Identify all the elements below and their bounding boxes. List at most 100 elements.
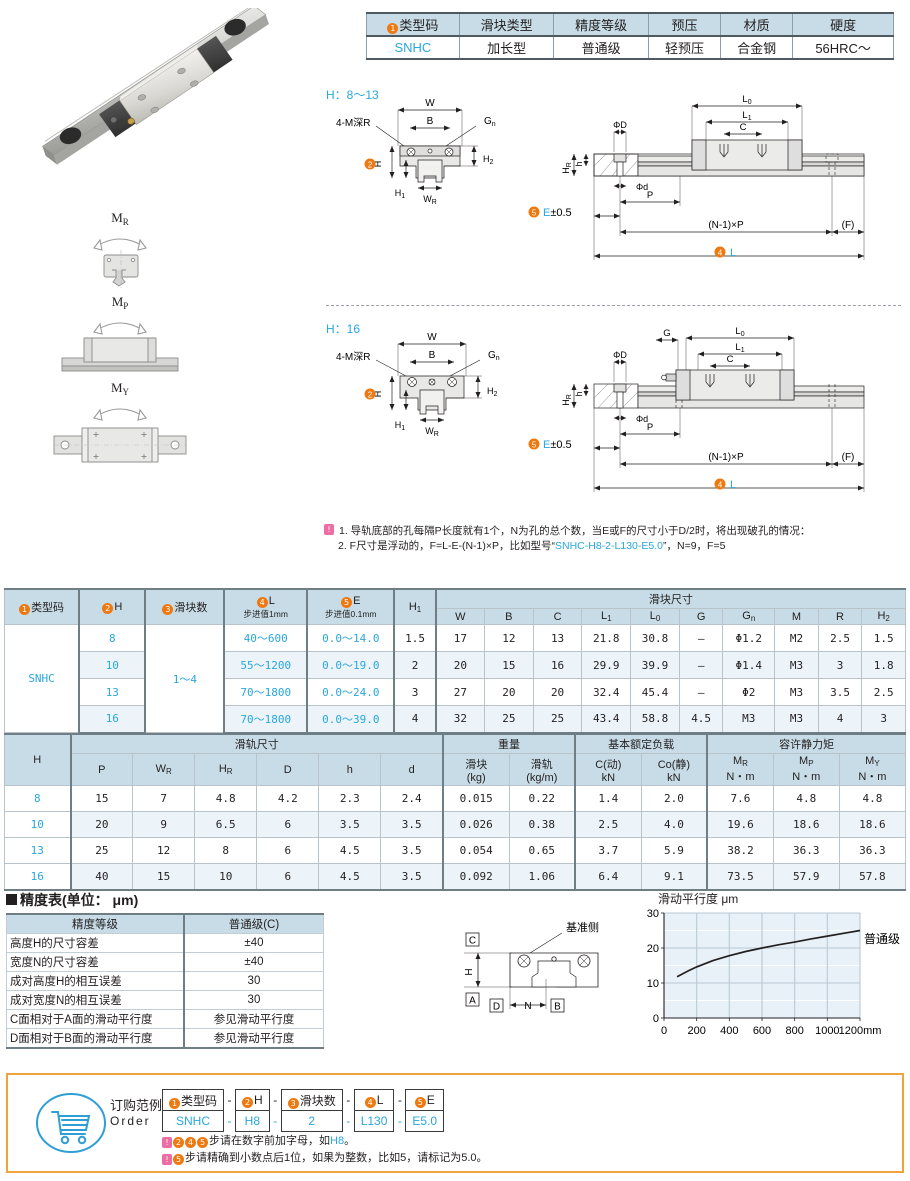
spec1-e: 0.0～19.0 <box>306 651 395 679</box>
spec1-c: 25 <box>532 705 583 734</box>
spec1-e: 0.0～24.0 <box>306 678 395 706</box>
spec1-l1: 32.4 <box>581 678 632 706</box>
moment-diagrams: MR MP MY <box>20 180 220 470</box>
svg-text:200: 200 <box>687 1025 705 1037</box>
badge-1-spec1: 1 <box>19 604 31 615</box>
spec1-h: 10 <box>78 651 146 679</box>
spec1-col-gn: Gn <box>722 608 776 625</box>
dim-label-hr: HR <box>561 162 573 174</box>
spec2-col-h: H <box>3 733 72 786</box>
spec1-e: 0.0～39.0 <box>306 705 395 734</box>
precision-key: 成对宽度N的相互误差 <box>5 990 185 1010</box>
notes-block: ! 1. 导轨底部的孔每隔P长度就有1个，N为孔的总个数，当E或F的尺寸小于D/… <box>324 524 902 554</box>
dim-label-wr: WR <box>423 194 437 206</box>
note-line-1: 1. 导轨底部的孔每隔P长度就有1个，N为孔的总个数，当E或F的尺寸小于D/2时… <box>339 525 811 537</box>
spec2-p: 25 <box>69 837 134 864</box>
spec2-my: 36.3 <box>838 837 907 864</box>
table-row: 16 40 15 10 6 4.5 3.5 0.092 1.06 6.4 9.1… <box>3 863 907 891</box>
spec2-weight-rail: 1.06 <box>508 863 576 891</box>
precision-key: D面相对于B面的滑动平行度 <box>5 1028 185 1049</box>
dim-label-n1p: (N-1)×P <box>708 220 744 231</box>
spec1-g: – <box>678 651 724 679</box>
dim-label-h: H <box>373 161 383 168</box>
order-value-block-count: 2 <box>280 1110 343 1132</box>
dim-label-phid-small-2: Φd <box>636 414 648 424</box>
spec2-wr: 12 <box>132 837 196 864</box>
spec2-d-big: 6 <box>256 863 320 891</box>
precision-label-a: A <box>469 996 476 1007</box>
table-row: 13 25 12 8 6 4.5 3.5 0.054 0.65 3.7 5.9 … <box>3 837 907 864</box>
badge-2-order: 2 <box>242 1096 254 1108</box>
moment-label-my: MY <box>111 380 130 397</box>
spec2-col-my: MY N・m <box>838 753 907 786</box>
precision-value: ±40 <box>182 952 324 972</box>
spec2-co: 5.9 <box>640 837 708 864</box>
spec1-h1: 3 <box>393 678 437 706</box>
dim-label-4mr-2: 4-M深R <box>336 351 370 363</box>
spec2-col-weight-block: 滑块 (kg) <box>441 753 510 786</box>
spec2-d-small: 3.5 <box>380 811 444 838</box>
note-model-number: SNHC-H8-2-L130-E5.0 <box>555 540 663 553</box>
spec2-d-small: 3.5 <box>380 837 444 864</box>
spec1-col-e-step: 步进值0.1mm <box>325 608 377 619</box>
chart-legend-label: 普通级 <box>864 932 900 946</box>
spec1-gn: Φ1.4 <box>722 651 776 679</box>
spec1-l: 55～1200 <box>223 651 308 679</box>
spec1-l: 70～1800 <box>223 678 308 706</box>
order-value-l: L130 <box>353 1110 395 1132</box>
note-line-2-prefix: 2. F尺寸是浮动的，F=L-E-(N-1)×P，比如型号“ <box>338 540 556 553</box>
rail-load-table-block: H 滑轨尺寸 重量 基本额定负载 容许静力矩 P WR HR D h d 滑块 … <box>3 733 907 891</box>
summary-table-value-row: SNHC 加长型 普通级 轻预压 合金钢 56HRC～ <box>366 35 894 60</box>
spec2-col-weight-rail: 滑轨 (kg/m) <box>508 753 576 786</box>
dim-label-l0-2: L0 <box>735 326 744 338</box>
spec2-col-wr: WR <box>132 753 196 786</box>
badge-2-note: 2 <box>173 1137 184 1148</box>
summary-col-material: 材质 <box>720 12 794 37</box>
spec1-m: M3 <box>774 678 819 706</box>
note-line-2-suffix: ”，N=9，F=5 <box>662 540 726 553</box>
summary-col-preload: 预压 <box>647 12 722 37</box>
spec1-b: 25 <box>483 705 534 734</box>
spec1-col-h2: H2 <box>861 608 906 625</box>
summary-value-block-type: 加长型 <box>458 35 555 60</box>
spec1-h1: 1.5 <box>393 624 437 652</box>
spec1-g: – <box>678 624 724 652</box>
spec2-weight-block: 0.054 <box>441 837 510 864</box>
spec1-m: M3 <box>774 705 819 734</box>
svg-text:0: 0 <box>653 1013 659 1025</box>
dim-label-h2-2: H2 <box>487 386 498 398</box>
spec2-group-load-rating: 基本额定负载 <box>574 733 708 754</box>
order-sep-3: - <box>346 1093 351 1107</box>
chart-series-line <box>676 929 861 978</box>
spec2-c: 2.5 <box>574 811 642 838</box>
spec2-h-small: 3.5 <box>318 811 382 838</box>
spec2-hr: 4.8 <box>194 785 258 812</box>
spec1-m: M2 <box>774 624 819 652</box>
table-row: C面相对于A面的滑动平行度 参见滑动平行度 <box>5 1009 324 1029</box>
spec2-h: 8 <box>3 785 72 812</box>
precision-label-b: B <box>554 1002 561 1013</box>
precision-table: 精度等级 普通级(C) 高度H的尺寸容差 ±40 宽度N的尺寸容差 ±40 成对… <box>5 913 324 1049</box>
spec2-col-p: P <box>69 753 134 786</box>
badge-1-order: 1 <box>169 1097 180 1109</box>
precision-key: C面相对于A面的滑动平行度 <box>5 1009 185 1029</box>
spec2-weight-block: 0.026 <box>441 811 510 838</box>
order-value-e: E5.0 <box>405 1110 445 1132</box>
dim-label-b: B <box>427 116 434 127</box>
spec2-col-c-dynamic: C(动) kN <box>574 753 642 786</box>
spec1-col-m: M <box>774 608 819 625</box>
spec1-b: 12 <box>483 624 534 652</box>
dim-label-h2: H2 <box>483 154 494 166</box>
precision-label-n: N <box>524 1001 531 1012</box>
spec1-l1: 21.8 <box>581 624 632 652</box>
dim-label-p: P <box>647 190 653 201</box>
precision-col-grade: 精度等级 <box>5 913 185 934</box>
spec1-col-l1: L1 <box>581 608 632 625</box>
dim-label-f-2: (F) <box>842 452 855 463</box>
svg-text:600: 600 <box>753 1025 771 1037</box>
